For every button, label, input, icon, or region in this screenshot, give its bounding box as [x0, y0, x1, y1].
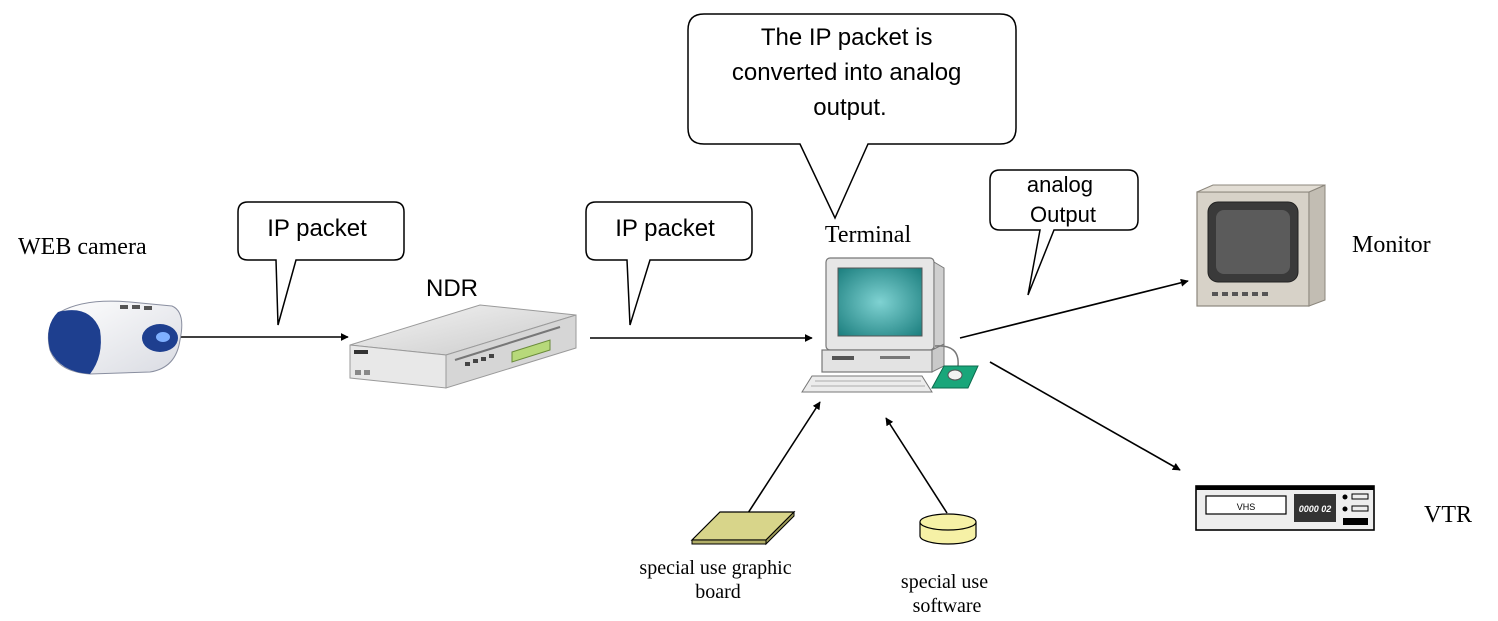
crt-monitor-icon	[1196, 184, 1326, 307]
label-monitor: Monitor	[1352, 232, 1431, 258]
label-vtr: VTR	[1424, 502, 1472, 528]
svg-text:0000 02: 0000 02	[1299, 504, 1332, 514]
callout-conversion-line-1: The IP packet is	[761, 24, 933, 51]
vcr-icon: VHS 0000 02	[1195, 485, 1375, 531]
callout-conversion-line-2: converted into analog	[732, 59, 962, 86]
svg-text:analog Output: analog Output	[1027, 172, 1099, 227]
callout-analog-output: analog Output	[989, 169, 1139, 296]
computer-icon	[801, 257, 979, 393]
web-camera-icon	[47, 300, 183, 375]
svg-text:VTR: VTR	[1424, 502, 1472, 528]
callout-ip-packet-1: IP packet	[237, 201, 405, 326]
callout-ip-packet-2-text: IP packet	[615, 215, 715, 242]
vtr-tape-label: VHS	[1237, 502, 1256, 512]
callout-ip-packet-1-text: IP packet	[267, 215, 367, 242]
ndr-recorder-icon	[349, 304, 577, 389]
callout-conversion: The IP packet is converted into analog o…	[687, 13, 1017, 220]
svg-text:WEB camera: WEB camera	[18, 234, 147, 260]
label-web-camera: WEB camera	[18, 234, 147, 260]
svg-text:special use software: special use software	[901, 571, 993, 617]
arrow-terminal-to-monitor	[959, 278, 1189, 339]
callout-analog-line-1: analog	[1027, 172, 1093, 197]
svg-text:NDR: NDR	[426, 275, 478, 302]
graphic-board-icon	[690, 510, 796, 546]
software-disc-icon	[919, 513, 977, 545]
label-software-line-1: special use	[901, 571, 988, 593]
svg-text:Monitor: Monitor	[1352, 232, 1431, 258]
callout-conversion-line-3: output.	[813, 94, 886, 121]
label-graphic-board-line-1: special use graphic	[639, 557, 791, 579]
connection-arrows	[178, 278, 1189, 514]
label-software-line-2: software	[913, 595, 982, 617]
svg-text:special use graphic board: special use graphic board	[639, 557, 796, 603]
arrow-software-to-terminal	[885, 417, 948, 514]
arrow-board-to-terminal	[747, 401, 821, 514]
label-terminal: Terminal	[825, 222, 912, 248]
callout-ip-packet-2: IP packet	[585, 201, 753, 326]
callout-analog-line-2: Output	[1030, 202, 1096, 227]
label-graphic-board-line-2: board	[695, 581, 741, 603]
label-ndr: NDR	[426, 275, 478, 302]
svg-text:IP packet: IP packet	[615, 215, 715, 242]
svg-text:Terminal: Terminal	[825, 222, 912, 248]
svg-text:VHS: VHS	[1237, 502, 1256, 512]
svg-text:IP packet: IP packet	[267, 215, 367, 242]
svg-text:The IP packet is convert: The IP packet is converted into analog o…	[732, 24, 968, 121]
arrow-terminal-to-vtr	[989, 361, 1181, 471]
vtr-counter: 0000 02	[1299, 504, 1332, 514]
